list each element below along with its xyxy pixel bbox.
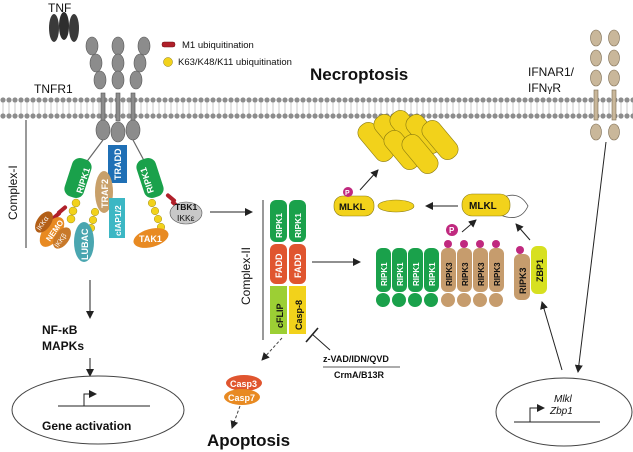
arrow-caspases-to-apoptosis xyxy=(230,405,241,429)
ifnar-label-line1: IFNAR1/ xyxy=(528,65,575,79)
phospho-sites xyxy=(444,240,500,248)
nec-ripk3-1: RIPK3 xyxy=(445,262,454,286)
c1-ciap12: cIAP1/2 xyxy=(113,205,123,236)
mlkl-oligomer xyxy=(357,110,459,174)
inhibitor-line1: z-VAD/IDN/QVD xyxy=(323,354,389,364)
mapks-label: MAPKs xyxy=(42,339,84,353)
inhibitor-line2: CrmA/B13R xyxy=(334,370,385,380)
complex2: RIPK1 RIPK1 FADD FADD cFLIP Casp-8 xyxy=(270,200,306,334)
zbp1-ripk3-label: RIPK3 xyxy=(518,267,528,294)
inhibitor-line xyxy=(311,333,331,351)
legend-m1: M1 ubiquitination xyxy=(182,40,254,51)
zbp1-complex: ZBP1 RIPK3 xyxy=(514,246,547,300)
mlkl-phospho: MLKL P xyxy=(333,187,415,217)
arrow-necrosome-to-mlkl xyxy=(461,219,477,233)
c2-ripk1-right: RIPK1 xyxy=(293,213,303,238)
mlkl-left-label: MLKL xyxy=(339,202,366,213)
c1-lubac: LUBAC xyxy=(80,228,90,260)
nec-ripk1-3: RIPK1 xyxy=(412,262,421,286)
nucleus-left xyxy=(11,375,185,445)
complex1: RIPK1 TRADD TRAF2 cIAP1/2 RIPK1 xyxy=(35,139,203,262)
nfkb-label: NF-κB xyxy=(42,323,78,337)
apoptosis-title: Apoptosis xyxy=(207,431,290,450)
nec-ripk1-4: RIPK1 xyxy=(428,262,437,286)
promoter-left xyxy=(58,394,150,407)
nec-ripk3-3: RIPK3 xyxy=(477,262,486,286)
arrow-nucleus-to-zbp1 xyxy=(540,301,563,371)
plasma-membrane xyxy=(0,95,633,119)
mlkl-unphospho: MLKL xyxy=(461,193,529,218)
c1-tak1: TAK1 xyxy=(139,234,162,244)
c2-casp8: Casp-8 xyxy=(294,300,304,330)
c2-fadd-left: FADD xyxy=(274,253,284,278)
legend: M1 ubiquitination K63/K48/K11 ubiquitina… xyxy=(161,40,292,68)
ifnar-label-line2: IFNγR xyxy=(528,81,561,95)
c1-ikke: IKKε xyxy=(177,213,195,223)
nec-ripk3-2: RIPK3 xyxy=(461,262,470,286)
tnfr1-label: TNFR1 xyxy=(34,82,73,96)
nec-ripk1-2: RIPK1 xyxy=(396,262,405,286)
zbp1-gene-label: Zbp1 xyxy=(549,406,573,417)
zbp1-label: ZBP1 xyxy=(535,259,545,282)
tnf-label: TNF xyxy=(48,1,71,15)
mlkl-gene-label: Mlkl xyxy=(554,394,573,405)
necroptosis-title: Necroptosis xyxy=(310,65,408,84)
nucleus-right xyxy=(495,377,633,447)
legend-k63: K63/K48/K11 ubiquitination xyxy=(178,57,292,68)
ifnar-receptor xyxy=(590,29,620,141)
caspases: Casp3 Casp7 xyxy=(224,375,262,405)
nec-ripk3-4: RIPK3 xyxy=(493,262,502,286)
necrosome: RIPK1 RIPK1 RIPK1 RIPK1 RIPK3 RIPK3 RIPK… xyxy=(376,224,504,307)
c1-tradd: TRADD xyxy=(113,148,123,180)
arrow-c2-to-caspases xyxy=(261,337,283,361)
complex2-label: Complex-II xyxy=(239,247,253,305)
mlkl-left-p: P xyxy=(345,190,350,197)
tnf-ligand xyxy=(49,12,79,42)
complex1-label: Complex-I xyxy=(6,165,20,220)
gene-activation-label: Gene activation xyxy=(42,419,131,433)
c1-traf2: TRAF2 xyxy=(100,179,110,208)
inhibitor-bar xyxy=(305,327,319,343)
c2-fadd-right: FADD xyxy=(293,253,303,278)
arrow-zbp1-to-mlkl xyxy=(515,223,531,241)
casp3: Casp3 xyxy=(230,379,257,389)
casp7: Casp7 xyxy=(228,393,255,403)
nec-p-label: P xyxy=(449,226,455,235)
arrow-mlkl-to-oligomer xyxy=(359,169,379,191)
nec-phospho-big xyxy=(446,224,458,236)
c1-tbk1: TBK1 xyxy=(175,202,197,212)
c2-cflip: cFLIP xyxy=(275,303,285,328)
arrow-ifnar-to-nucleus xyxy=(574,141,607,373)
c2-ripk1-left: RIPK1 xyxy=(274,213,284,238)
nec-ripk1-1: RIPK1 xyxy=(380,262,389,286)
tnfr1-receptor xyxy=(85,36,151,143)
promoter-right xyxy=(514,408,600,423)
mlkl-right-label: MLKL xyxy=(469,201,497,212)
